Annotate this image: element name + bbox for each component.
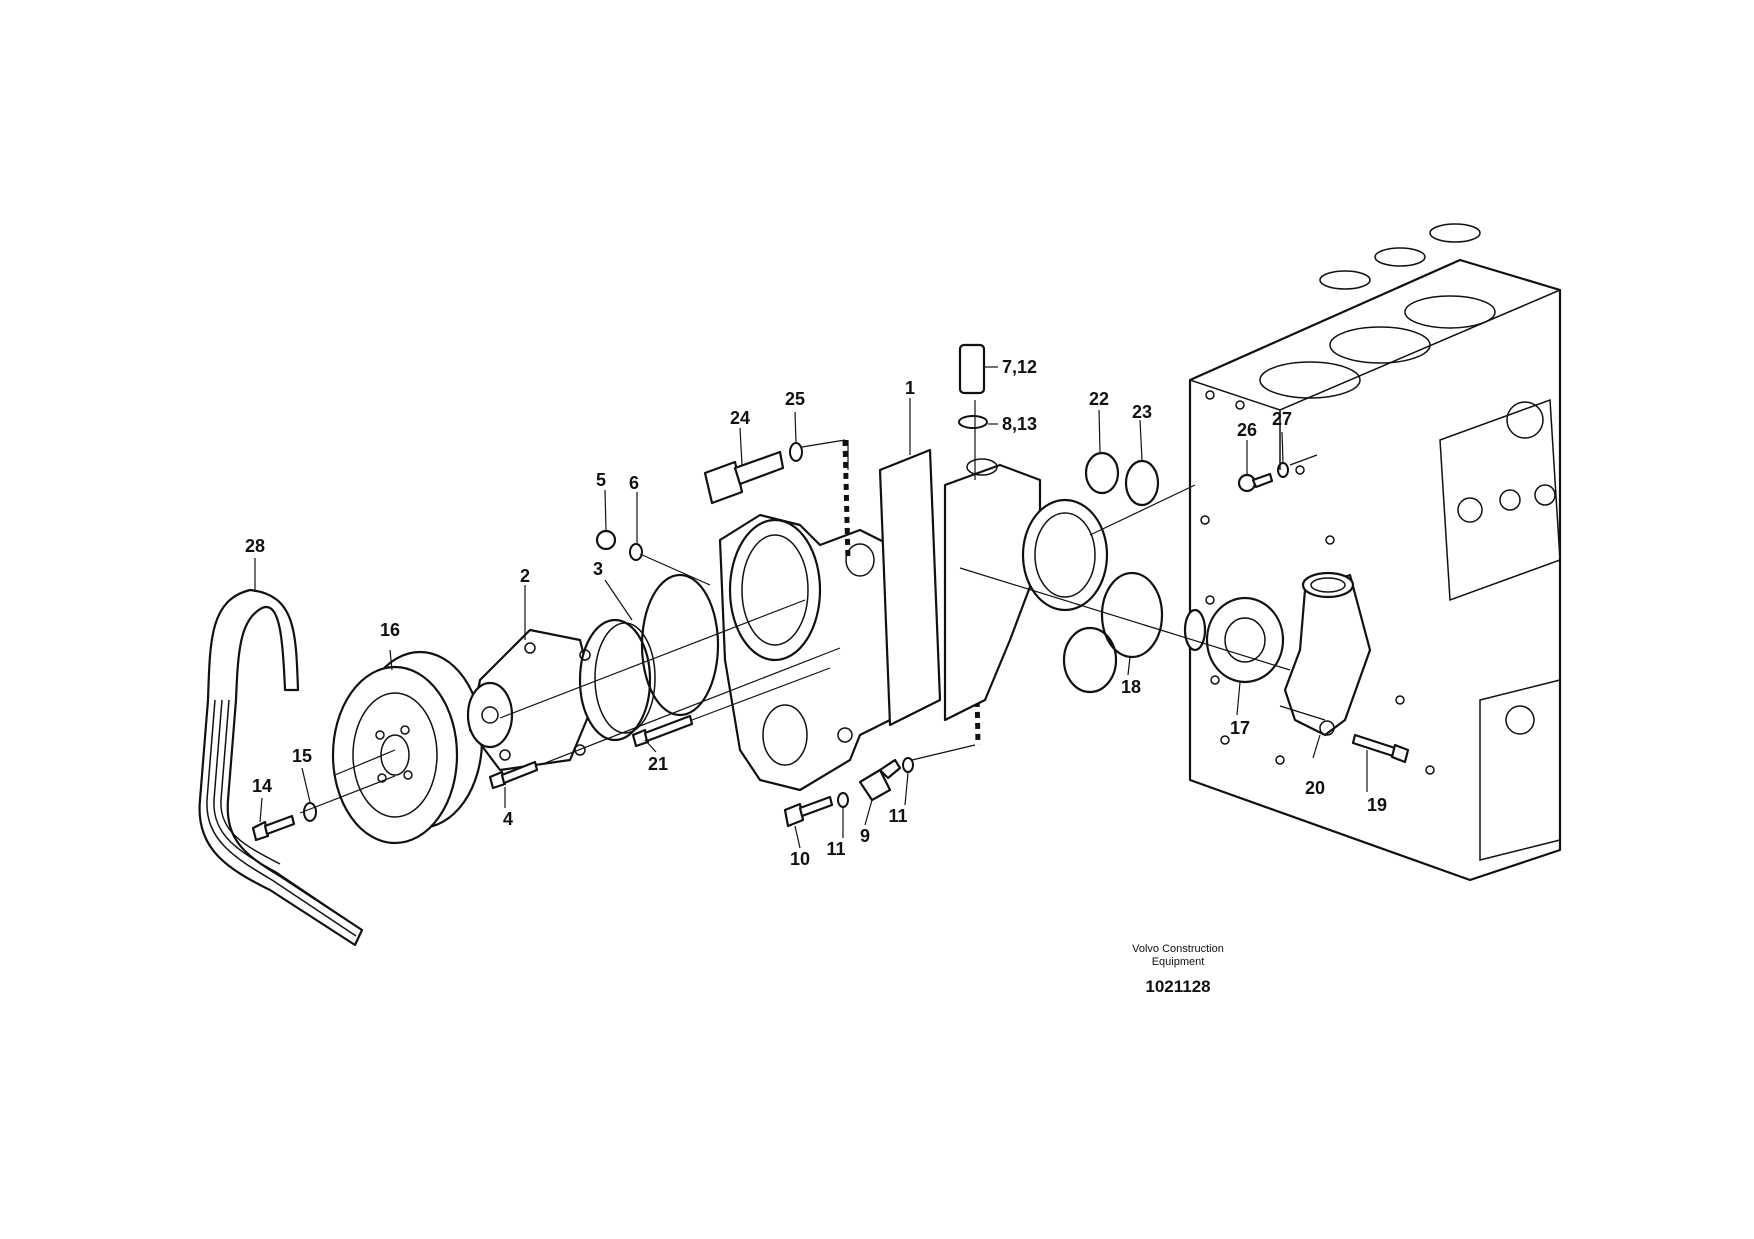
callout-6: 6 <box>629 473 639 493</box>
callout-26: 26 <box>1237 420 1257 440</box>
callout-9: 9 <box>860 826 870 846</box>
sealing-ring-23 <box>1124 459 1160 507</box>
callout-10: 10 <box>790 849 810 869</box>
leader-lines <box>254 366 1368 849</box>
callout-25: 25 <box>785 389 805 409</box>
company-name-line1: Volvo Construction <box>1132 943 1224 955</box>
assembly-lines <box>299 400 1326 814</box>
callout-22: 22 <box>1089 389 1109 409</box>
callout-4: 4 <box>503 809 513 829</box>
callout-1: 1 <box>905 378 915 398</box>
callout-2: 2 <box>520 566 530 586</box>
sealing-ring-18 <box>1100 571 1164 659</box>
thermostat-housing <box>943 458 1118 722</box>
callout-3: 3 <box>593 559 603 579</box>
callout-18: 18 <box>1121 677 1141 697</box>
caption-block: Volvo Construction Equipment 1021128 <box>1132 943 1224 996</box>
callout-7-12: 7,12 <box>1002 357 1037 377</box>
callout-8-13: 8,13 <box>1002 414 1037 434</box>
callout-15: 15 <box>292 746 312 766</box>
callout-11-right: 11 <box>888 806 907 826</box>
o-ring-pump <box>640 573 720 717</box>
engine-block <box>1188 223 1562 882</box>
callout-5: 5 <box>596 470 606 490</box>
callout-23: 23 <box>1132 402 1152 422</box>
callout-24: 24 <box>730 408 750 428</box>
callout-17: 17 <box>1230 718 1250 738</box>
callout-11-left: 11 <box>826 839 845 859</box>
sealing-ring-22 <box>1084 451 1120 495</box>
drawing-number: 1021128 <box>1145 977 1210 996</box>
water-pump <box>466 618 656 772</box>
thermostat <box>1183 596 1285 684</box>
belt-pulley <box>331 650 484 845</box>
company-name-line2: Equipment <box>1152 956 1205 968</box>
callout-labels: 1 2 3 4 5 6 7,12 8,13 9 10 11 11 14 15 1… <box>245 357 1387 869</box>
fasteners <box>251 343 1410 842</box>
pump-housing <box>718 513 892 792</box>
thermostat-cover <box>1283 571 1372 737</box>
callout-14: 14 <box>252 776 272 796</box>
callout-19: 19 <box>1367 795 1387 815</box>
poly-v-belt <box>198 588 364 947</box>
callout-16: 16 <box>380 620 400 640</box>
callout-20: 20 <box>1305 778 1325 798</box>
callout-27: 27 <box>1272 409 1292 429</box>
callout-21: 21 <box>648 754 668 774</box>
callout-28: 28 <box>245 536 265 556</box>
